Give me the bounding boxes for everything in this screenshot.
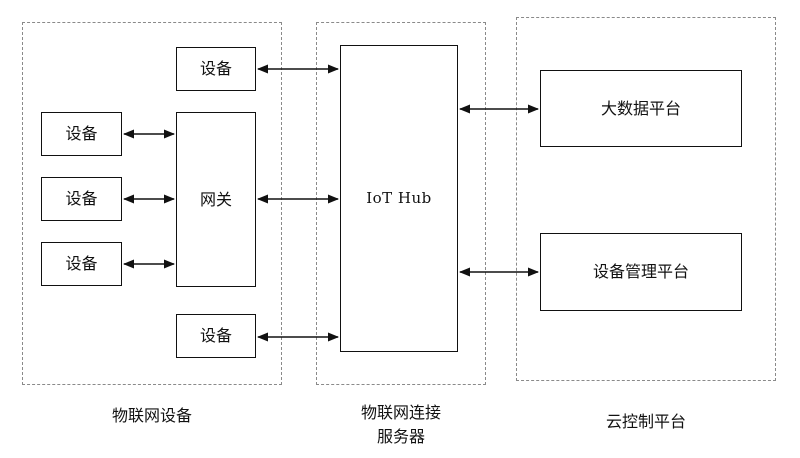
iot-devices-group [22, 22, 282, 385]
device-left-node-1: 设备 [41, 112, 122, 156]
device-management-platform-node: 设备管理平台 [540, 233, 742, 311]
iot-connection-server-label-line2: 服务器 [376, 427, 425, 446]
device-left-node-3: 设备 [41, 242, 122, 286]
iot-connection-server-label-line1: 物联网连接 [360, 403, 441, 422]
device-bottom-node: 设备 [176, 314, 256, 358]
iot-devices-label: 物联网设备 [111, 406, 192, 425]
device-top-node: 设备 [176, 47, 256, 91]
iot-hub-node: IoT Hub [340, 45, 458, 352]
device-left-node-2: 设备 [41, 177, 122, 221]
iot-connection-server-group [316, 22, 486, 385]
gateway-node: 网关 [176, 112, 256, 287]
cloud-control-platform-group [516, 17, 776, 381]
cloud-control-platform-label: 云控制平台 [605, 412, 686, 431]
big-data-platform-node: 大数据平台 [540, 70, 742, 147]
